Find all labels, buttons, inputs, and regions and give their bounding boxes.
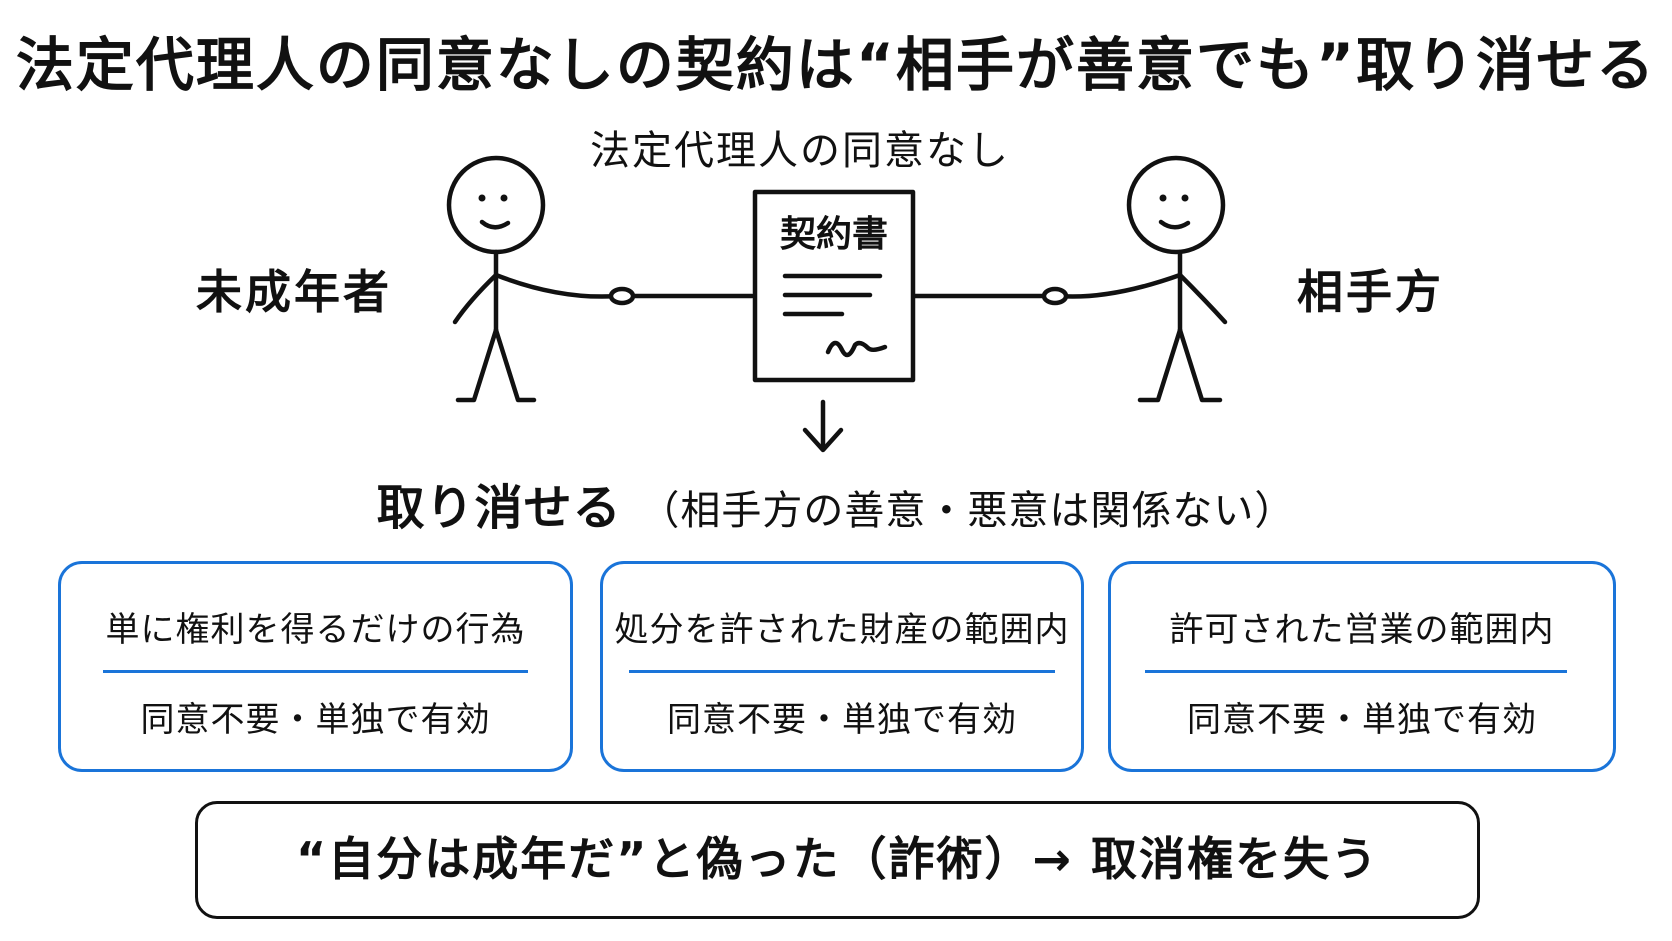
exception-box-3: 許可された営業の範囲内 同意不要・単独で有効 [1108, 561, 1616, 772]
exception-title: 単に権利を得るだけの行為 [105, 610, 526, 650]
exception-title: 処分を許された財産の範囲内 [614, 610, 1070, 650]
exception-rule: 同意不要・単独で有効 [667, 700, 1017, 740]
exception-divider [103, 670, 528, 673]
contract-document-icon [752, 189, 916, 383]
exception-divider [629, 670, 1055, 673]
contract-illustration: 契約書 [446, 155, 1228, 453]
exception-title: 許可された営業の範囲内 [1169, 610, 1555, 650]
minor-label: 未成年者 [196, 265, 392, 319]
exception-box-1: 単に権利を得るだけの行為 同意不要・単独で有効 [58, 561, 573, 772]
exception-rule: 同意不要・単独で有効 [140, 700, 491, 740]
exception-rule: 同意不要・単独で有効 [1187, 700, 1537, 740]
exception-divider [1145, 670, 1567, 673]
result-statement: 取り消せる （相手方の善意・悪意は関係ない） [0, 468, 1672, 538]
signature-icon [825, 340, 888, 358]
counterparty-stick-figure [1055, 155, 1228, 403]
exception-box-2: 処分を許された財産の範囲内 同意不要・単独で有効 [600, 561, 1084, 772]
result-main: 取り消せる [376, 480, 622, 536]
no-consent-label: 法定代理人の同意なし [590, 128, 1010, 174]
right-hand [1041, 286, 1069, 306]
left-hand [608, 286, 636, 306]
counterparty-label: 相手方 [1297, 265, 1444, 319]
contract-document-label: 契約書 [780, 214, 888, 255]
page-title: 法定代理人の同意なしの契約は“相手が善意でも”取り消せる [15, 31, 1657, 99]
fraud-rule-box: “自分は成年だ”と偽った（詐術）→ 取消権を失う [195, 801, 1480, 919]
result-note: （相手方の善意・悪意は関係ない） [639, 488, 1296, 534]
minor-stick-figure [446, 155, 621, 403]
